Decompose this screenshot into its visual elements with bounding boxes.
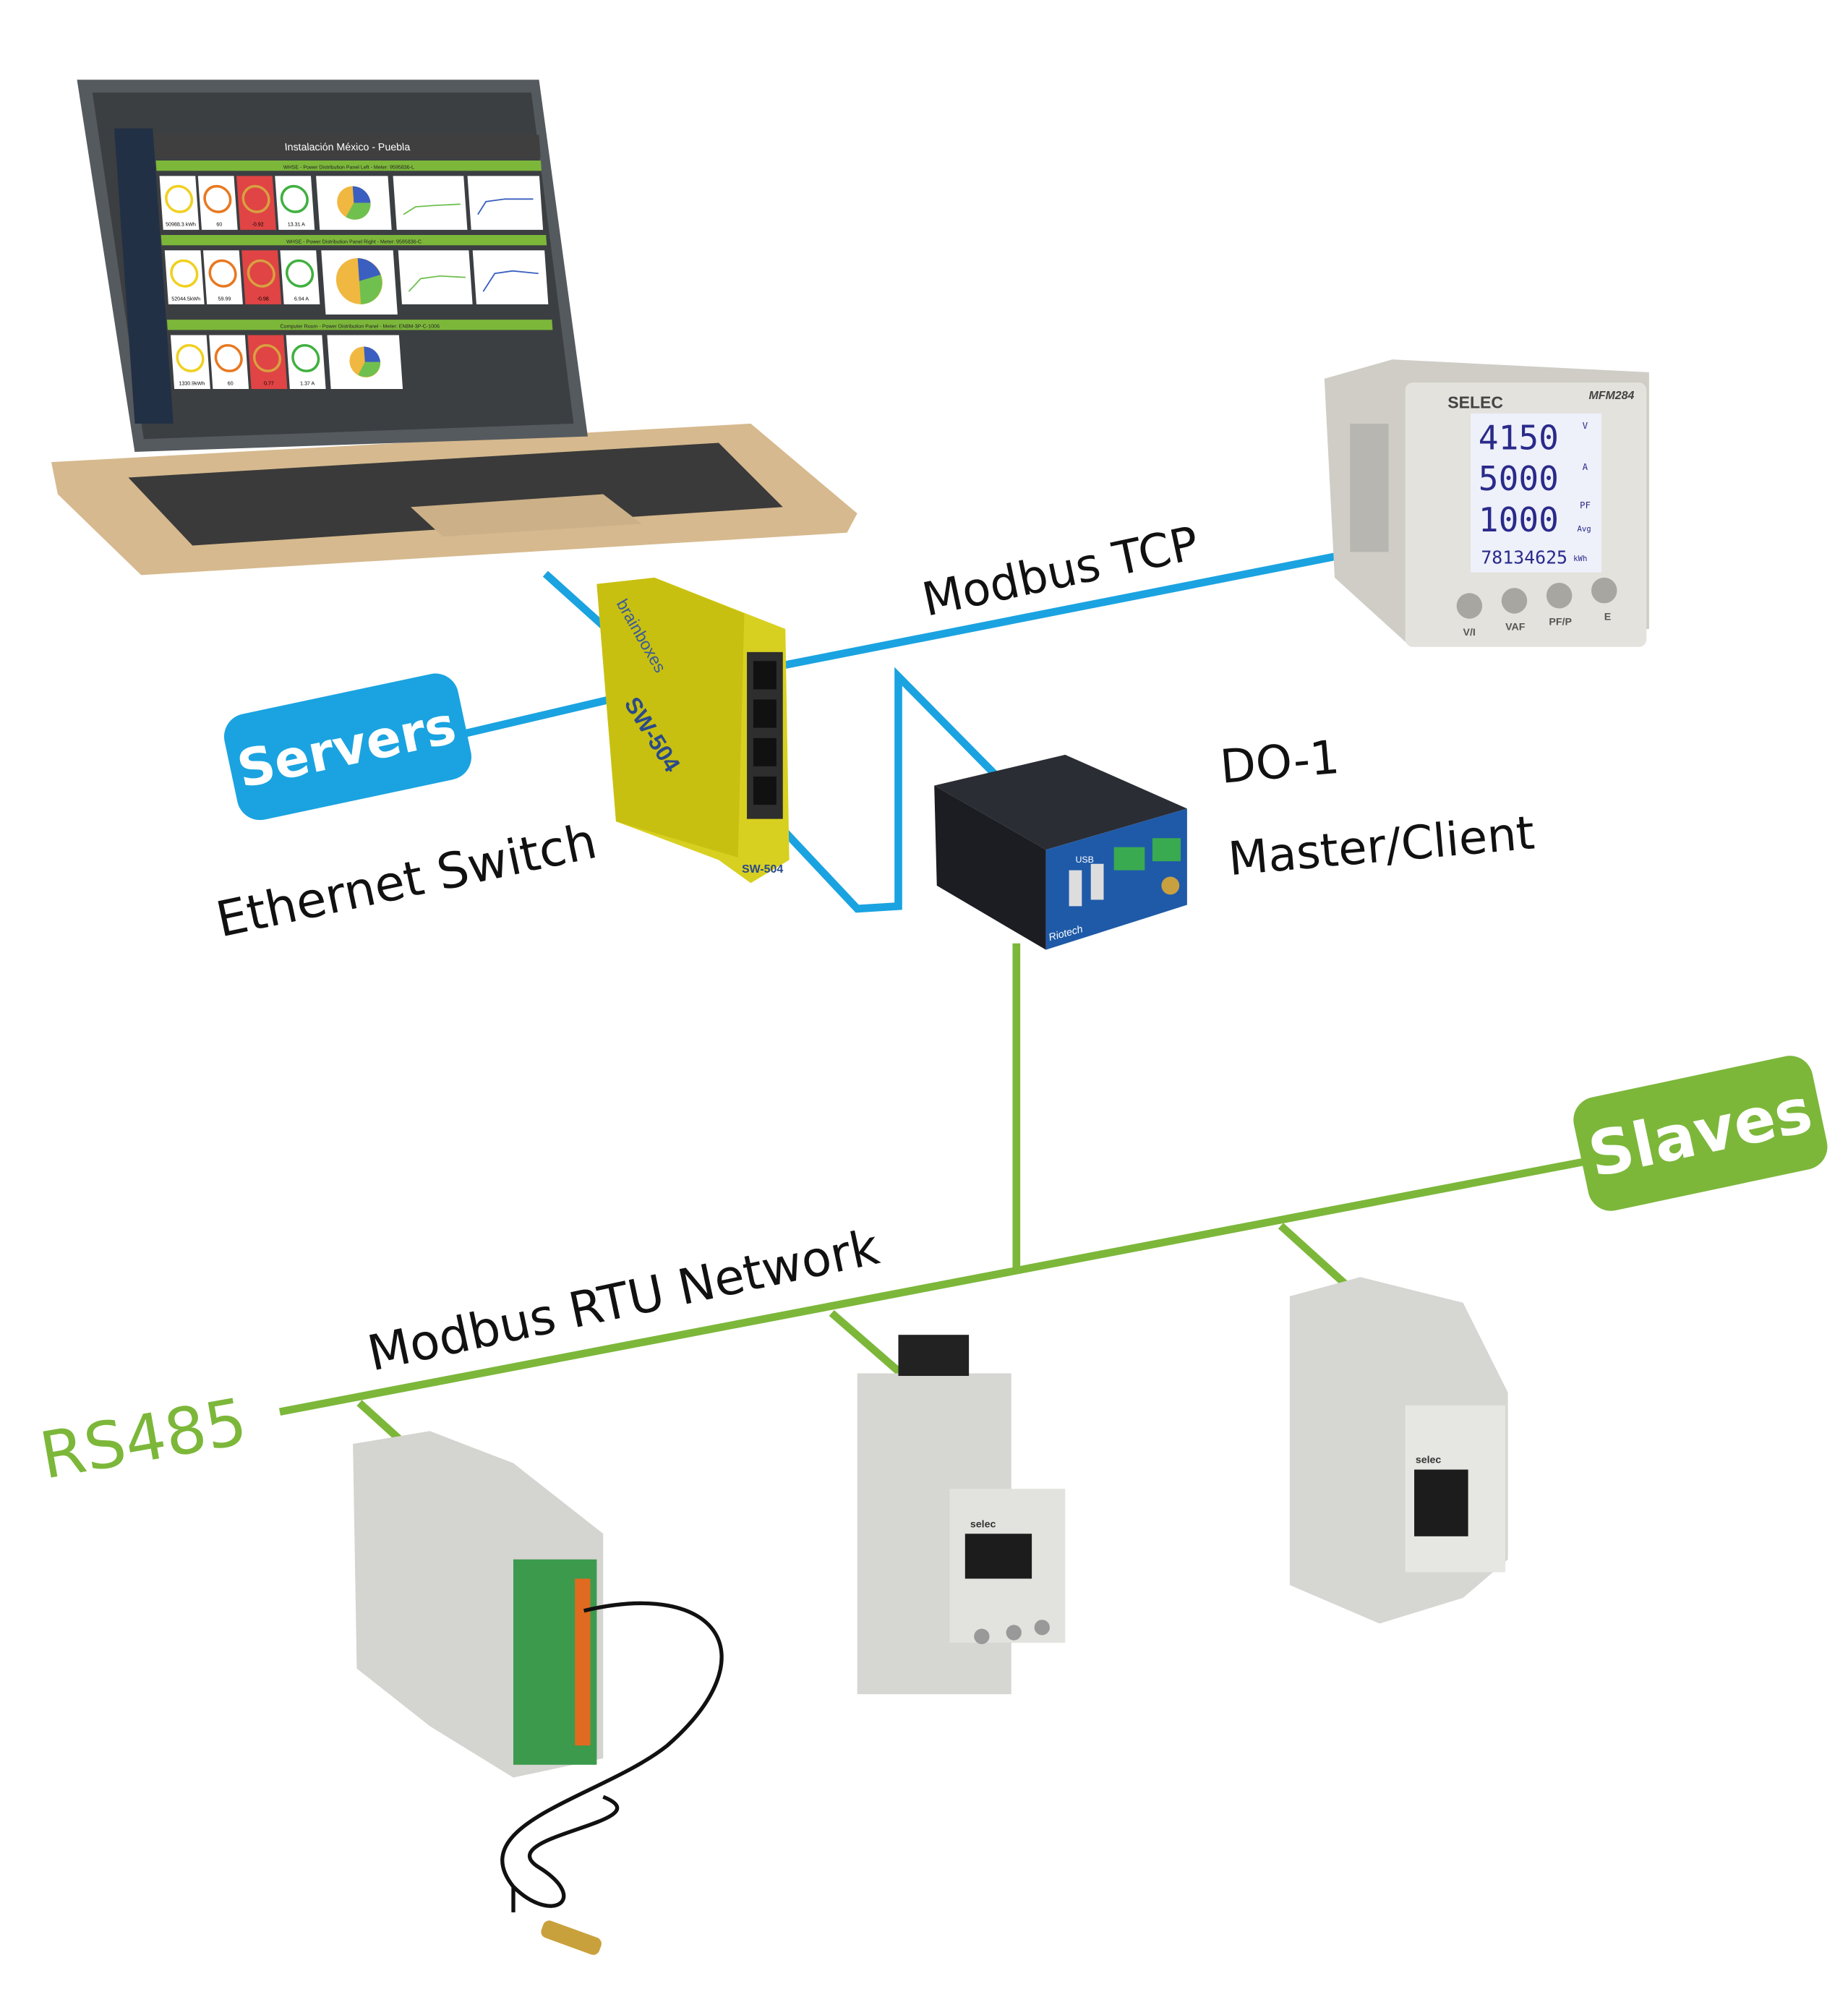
gauge-value: 52044.5kWh <box>171 296 200 302</box>
button-label: PF/P <box>1549 617 1572 628</box>
gauge-value: 60 <box>216 222 222 228</box>
button-label: E <box>1604 612 1611 623</box>
gauge-value: 50988.3 kWh <box>166 222 196 228</box>
laptop-trackpad <box>411 494 642 537</box>
gauge-value: 59.99 <box>218 296 231 302</box>
meter-button[interactable] <box>1591 577 1617 604</box>
meter-model: MFM284 <box>1588 390 1634 402</box>
gauge-value: 60 <box>227 381 233 387</box>
rs485-bus <box>278 1158 1586 1416</box>
branch-mbr-meter <box>829 1309 904 1377</box>
modbus-rtu-label: Modbus RTU Network <box>363 1218 884 1382</box>
do1-label: DO-1 Master/Client <box>1218 731 1537 886</box>
gauge-value: 1330.9kWh <box>179 381 205 387</box>
meter-display-line: 5000 <box>1479 459 1559 498</box>
em-brand: selec <box>1416 1455 1442 1466</box>
gauge-value: 6.94 A <box>294 296 309 302</box>
gauge-value: 0.77 <box>264 381 274 387</box>
meter-unit: V <box>1583 420 1588 431</box>
meter-unit: Avg <box>1577 524 1591 534</box>
meter-energy-unit: kWh <box>1573 554 1587 563</box>
ethernet-switch-device: brainboxes SW-504 SW-504 <box>596 577 790 884</box>
rs485-label: RS485 <box>35 1384 252 1493</box>
gauge-row: 50988.3 kWh 60 -0.92 13.31 A <box>159 176 544 230</box>
modbus-tcp-link <box>784 550 1346 669</box>
do1-label-line1: DO-1 <box>1218 731 1342 795</box>
slaves-pill: Slaves <box>1573 1056 1828 1211</box>
laptop: Instalación México - Puebla WHSE - Power… <box>51 80 857 576</box>
ethernet-links <box>461 550 1346 913</box>
meter-display-line: 4150 <box>1479 418 1559 457</box>
gauge-value: -0.98 <box>257 296 269 302</box>
meter-lcd <box>1471 413 1602 573</box>
branch-em-meter <box>1278 1223 1351 1289</box>
temperature-module <box>353 1431 724 1955</box>
section-header: WHSE - Power Distribution Panel Right - … <box>286 239 422 245</box>
button-label: VAF <box>1505 622 1526 633</box>
do1-usb-label: USB <box>1075 855 1094 865</box>
meter-display-line: 1000 <box>1479 500 1559 539</box>
rs485-links <box>278 943 1586 1443</box>
em-display <box>1414 1469 1468 1536</box>
meter-unit: PF <box>1580 500 1591 510</box>
selec-em-meter: selec <box>1289 1277 1508 1624</box>
do1-label-line2: Master/Client <box>1226 806 1537 886</box>
servers-switch-link <box>461 696 611 738</box>
gauge-value: -0.92 <box>252 222 264 228</box>
selec-mfm284-meter: SELEC MFM284 4150 5000 1000 V A PF Avg 7… <box>1324 359 1649 647</box>
mbr-brand: selec <box>970 1518 996 1530</box>
laptop-switch-link <box>542 570 612 635</box>
meter-button[interactable] <box>1546 583 1573 609</box>
section-header: WHSE - Power Distribution Panel Left - M… <box>283 165 415 171</box>
laptop-keyboard <box>128 442 783 546</box>
screen-sidebar <box>114 128 174 424</box>
switch-do1-link <box>754 667 998 913</box>
meter-button[interactable] <box>1501 588 1528 614</box>
antenna-connector <box>1161 876 1180 895</box>
branch-temp-module <box>356 1400 403 1443</box>
servers-pill: Servers <box>223 673 472 821</box>
switch-model-small: SW-504 <box>742 863 783 876</box>
do1-device: USB Riotech <box>934 754 1187 950</box>
section-header: Computer Room - Power Distribution Panel… <box>280 324 440 330</box>
meter-brand: SELEC <box>1447 393 1503 412</box>
usb-port <box>1069 870 1082 907</box>
gauge-row: 1330.9kWh 60 0.77 1.37 A <box>170 335 403 389</box>
sensor-cable <box>500 1601 724 1908</box>
temperature-probe <box>541 1920 602 1955</box>
gauge-value: 1.37 A <box>300 381 315 387</box>
ethernet-switch-label: Ethernet Switch <box>211 812 602 948</box>
gauge-row: 52044.5kWh 59.99 -0.98 6.94 A <box>164 250 549 315</box>
terminal-block <box>1113 847 1145 871</box>
meter-vents <box>1350 423 1389 552</box>
meter-unit: A <box>1583 461 1588 472</box>
meter-button[interactable] <box>1456 593 1483 619</box>
mbr-display <box>964 1534 1032 1579</box>
button-label: V/I <box>1463 627 1476 638</box>
meter-energy: 78134625 <box>1481 547 1567 568</box>
meter-buttons: V/I VAF PF/P E <box>1456 577 1617 638</box>
gauge-value: 13.31 A <box>288 222 306 228</box>
dashboard: Instalación México - Puebla WHSE - Power… <box>154 134 553 389</box>
dashboard-title: Instalación México - Puebla <box>284 142 411 153</box>
selec-mbr-meter: selec <box>857 1335 1066 1695</box>
